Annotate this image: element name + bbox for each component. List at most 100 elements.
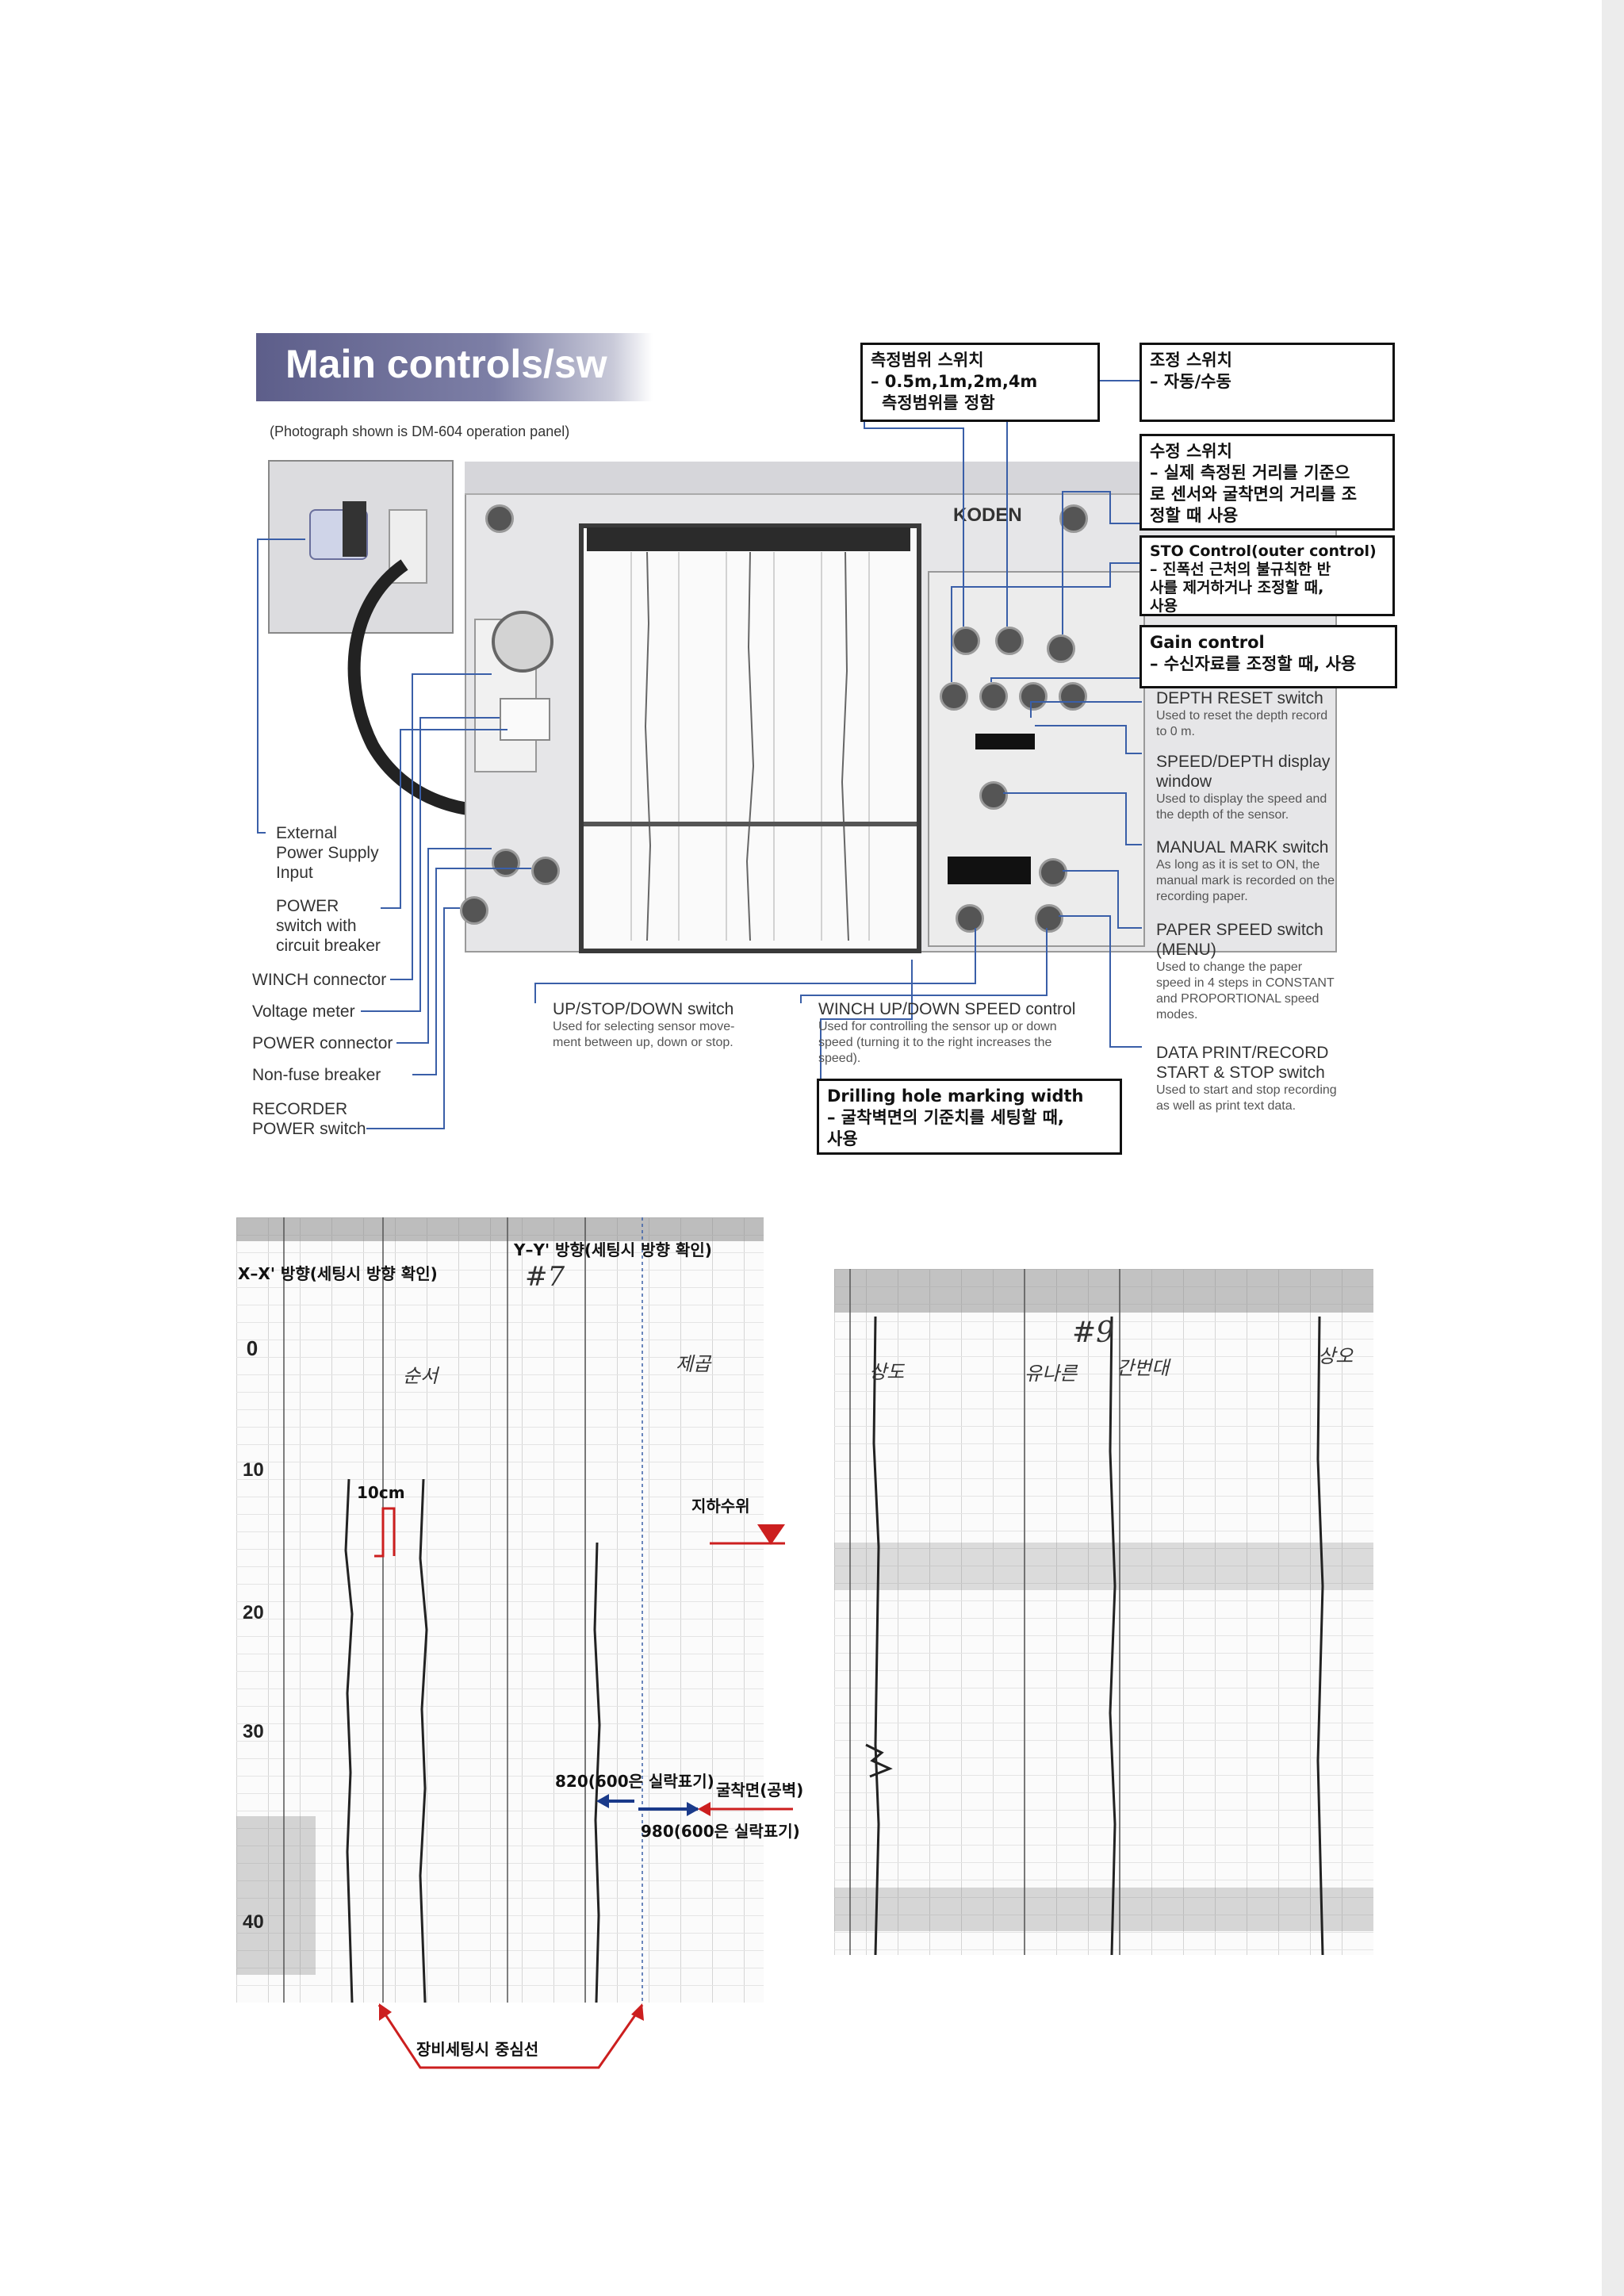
- box-line: 사용: [1150, 597, 1178, 615]
- handwritten-note: 간번대: [1116, 1357, 1170, 1379]
- box-line: 로 센서와 굴착면의 거리를 조: [1150, 485, 1358, 504]
- power-switch-label: POWER switch with circuit breaker: [276, 897, 381, 955]
- box-title: Drilling hole marking width: [827, 1087, 1084, 1106]
- recorder-power-switch[interactable]: [460, 896, 488, 925]
- callout-desc: As long as it is set to ON, the: [1156, 858, 1320, 872]
- box-line: – 자동/수동: [1150, 372, 1231, 391]
- box-line: – 수신자료를 조정할 때, 사용: [1150, 654, 1357, 673]
- title-banner: [256, 333, 653, 401]
- callout-desc: Used to change the paper: [1156, 960, 1303, 974]
- paper-speed-switch[interactable]: [1039, 858, 1067, 887]
- power-connector-label: POWER connector: [252, 1034, 393, 1052]
- callout-desc: and PROPORTIONAL speed: [1156, 992, 1320, 1006]
- handwritten-note: 상도: [869, 1361, 905, 1383]
- manual-mark-switch[interactable]: [979, 781, 1008, 810]
- external-power-label: External Power Supply Input: [276, 824, 379, 882]
- gain-control-knob[interactable]: [979, 682, 1008, 711]
- paper-speed-display: [948, 857, 1031, 884]
- callout-desc: Used to start and stop recording: [1156, 1083, 1337, 1097]
- box-line: 사용: [827, 1129, 858, 1148]
- gain-control-box: Gain control – 수신자료를 조정할 때, 사용: [1139, 625, 1397, 688]
- page-edge: [1602, 0, 1624, 2296]
- callout-label: SPEED/DEPTH display: [1156, 753, 1331, 771]
- up-stop-down-switch[interactable]: [956, 904, 984, 933]
- correction-switch-knob[interactable]: [1047, 634, 1075, 663]
- callout-label: WINCH UP/DOWN SPEED control: [818, 1000, 1076, 1018]
- box-line: 측정범위를 정함: [882, 393, 995, 412]
- depth-mark: 30: [243, 1721, 264, 1742]
- callout-label: DEPTH RESET switch: [1156, 689, 1323, 707]
- box-line: 사를 제거하거나 조정할 때,: [1150, 579, 1324, 596]
- excavation-wall-label: 굴착면(공벽): [716, 1780, 804, 1800]
- range-switch-box: 측정범위 스위치 – 0.5m,1m,2m,4m 측정범위를 정함: [860, 343, 1100, 422]
- box-title: 조정 스위치: [1150, 351, 1232, 370]
- gain-control-knob-3[interactable]: [1059, 682, 1087, 711]
- yy-direction-label: Y–Y' 방향(세팅시 방향 확인): [514, 1240, 712, 1259]
- non-fuse-breaker[interactable]: [531, 857, 560, 885]
- box-line: – 진폭선 근처의 불규칙한 반: [1150, 561, 1331, 578]
- sto-control-knob[interactable]: [940, 682, 968, 711]
- callout-desc: speed (turning it to the right increases…: [818, 1036, 1052, 1049]
- box-title: STO Control(outer control): [1150, 542, 1377, 560]
- adjust-switch-box: 조정 스위치 – 자동/수동: [1139, 343, 1395, 422]
- manual-mark-callout: MANUAL MARK switch As long as it is set …: [1156, 838, 1335, 905]
- winch-connector[interactable]: [492, 611, 553, 673]
- page-title: Main controls/sw: [285, 342, 607, 386]
- callout-desc: Used to reset the depth record: [1156, 709, 1328, 723]
- box-line: – 굴착벽면의 기준치를 세팅할 때,: [827, 1108, 1064, 1127]
- callout-desc: as well as print text data.: [1156, 1099, 1297, 1113]
- chart-head-bar: [587, 527, 910, 551]
- chart-paper-window: [579, 523, 921, 953]
- recorder-2-traces: [849, 1269, 1324, 1955]
- callout-desc: modes.: [1156, 1008, 1198, 1022]
- chart-header-band: [834, 1269, 1373, 1313]
- chart-header-band: [236, 1217, 764, 1241]
- screw-icon: [485, 504, 514, 533]
- water-level-label: 지하수위: [691, 1497, 750, 1516]
- speed-depth-callout: SPEED/DEPTH display window Used to displ…: [1156, 752, 1330, 823]
- handwritten-note: 상오: [1318, 1345, 1354, 1367]
- handwritten-note: 순서: [403, 1365, 439, 1387]
- speed-depth-display: [975, 734, 1035, 749]
- box-title: 수정 스위치: [1150, 442, 1232, 461]
- box-line: – 실제 측정된 거리를 기준으: [1150, 463, 1350, 482]
- callout-desc: Used for controlling the sensor up or do…: [818, 1020, 1057, 1033]
- handwritten-note: 유나른: [1025, 1363, 1078, 1385]
- callout-desc: speed in 4 steps in CONSTANT: [1156, 976, 1335, 990]
- center-line-label: 장비세팅시 중심선: [416, 2040, 539, 2059]
- box-title: Gain control: [1150, 633, 1265, 652]
- depth-mark: 10: [243, 1459, 264, 1481]
- power-connector[interactable]: [492, 849, 520, 877]
- callout-label: (MENU): [1156, 941, 1216, 959]
- sto-control-box: STO Control(outer control) – 진폭선 근처의 불규칙…: [1139, 535, 1395, 616]
- callout-label: UP/STOP/DOWN switch: [553, 1000, 734, 1018]
- brand-logo: KODEN: [953, 504, 1022, 526]
- data-print-callout: DATA PRINT/RECORD START & STOP switch Us…: [1156, 1043, 1337, 1114]
- adjust-switch-knob[interactable]: [995, 627, 1024, 655]
- xx-direction-label: X–X' 방향(세팅시 방향 확인): [238, 1264, 438, 1283]
- winch-speed-control[interactable]: [1035, 904, 1063, 933]
- voltage-meter: [500, 698, 550, 741]
- handwritten-note: 제곱: [676, 1353, 711, 1375]
- winch-speed-callout: WINCH UP/DOWN SPEED control Used for con…: [818, 999, 1075, 1067]
- box-title: 측정범위 스위치: [871, 351, 984, 370]
- voltage-meter-label: Voltage meter: [252, 1002, 355, 1021]
- callout-desc: Used for selecting sensor move-: [553, 1020, 735, 1033]
- depth-reset-callout: DEPTH RESET switch Used to reset the dep…: [1156, 688, 1327, 740]
- callout-desc: to 0 m.: [1156, 725, 1195, 738]
- correction-switch-box: 수정 스위치 – 실제 측정된 거리를 기준으 로 센서와 굴착면의 거리를 조…: [1139, 434, 1395, 531]
- gain-control-knob-2[interactable]: [1019, 682, 1048, 711]
- depth-mark: 20: [243, 1602, 264, 1623]
- callout-label: PAPER SPEED switch: [1156, 921, 1323, 939]
- chart-noise-band: [236, 1816, 316, 1975]
- box-line: – 0.5m,1m,2m,4m: [871, 372, 1038, 391]
- distance-820-label: 820(600은 실락표기): [555, 1772, 714, 1791]
- handwritten-number: #7: [525, 1261, 565, 1293]
- winch-connector-label: WINCH connector: [252, 971, 387, 989]
- range-switch-knob[interactable]: [952, 627, 980, 655]
- recorder-chart-1: [236, 1217, 764, 2003]
- callout-desc: recording paper.: [1156, 890, 1248, 903]
- chart-mid-band: [834, 1543, 1373, 1590]
